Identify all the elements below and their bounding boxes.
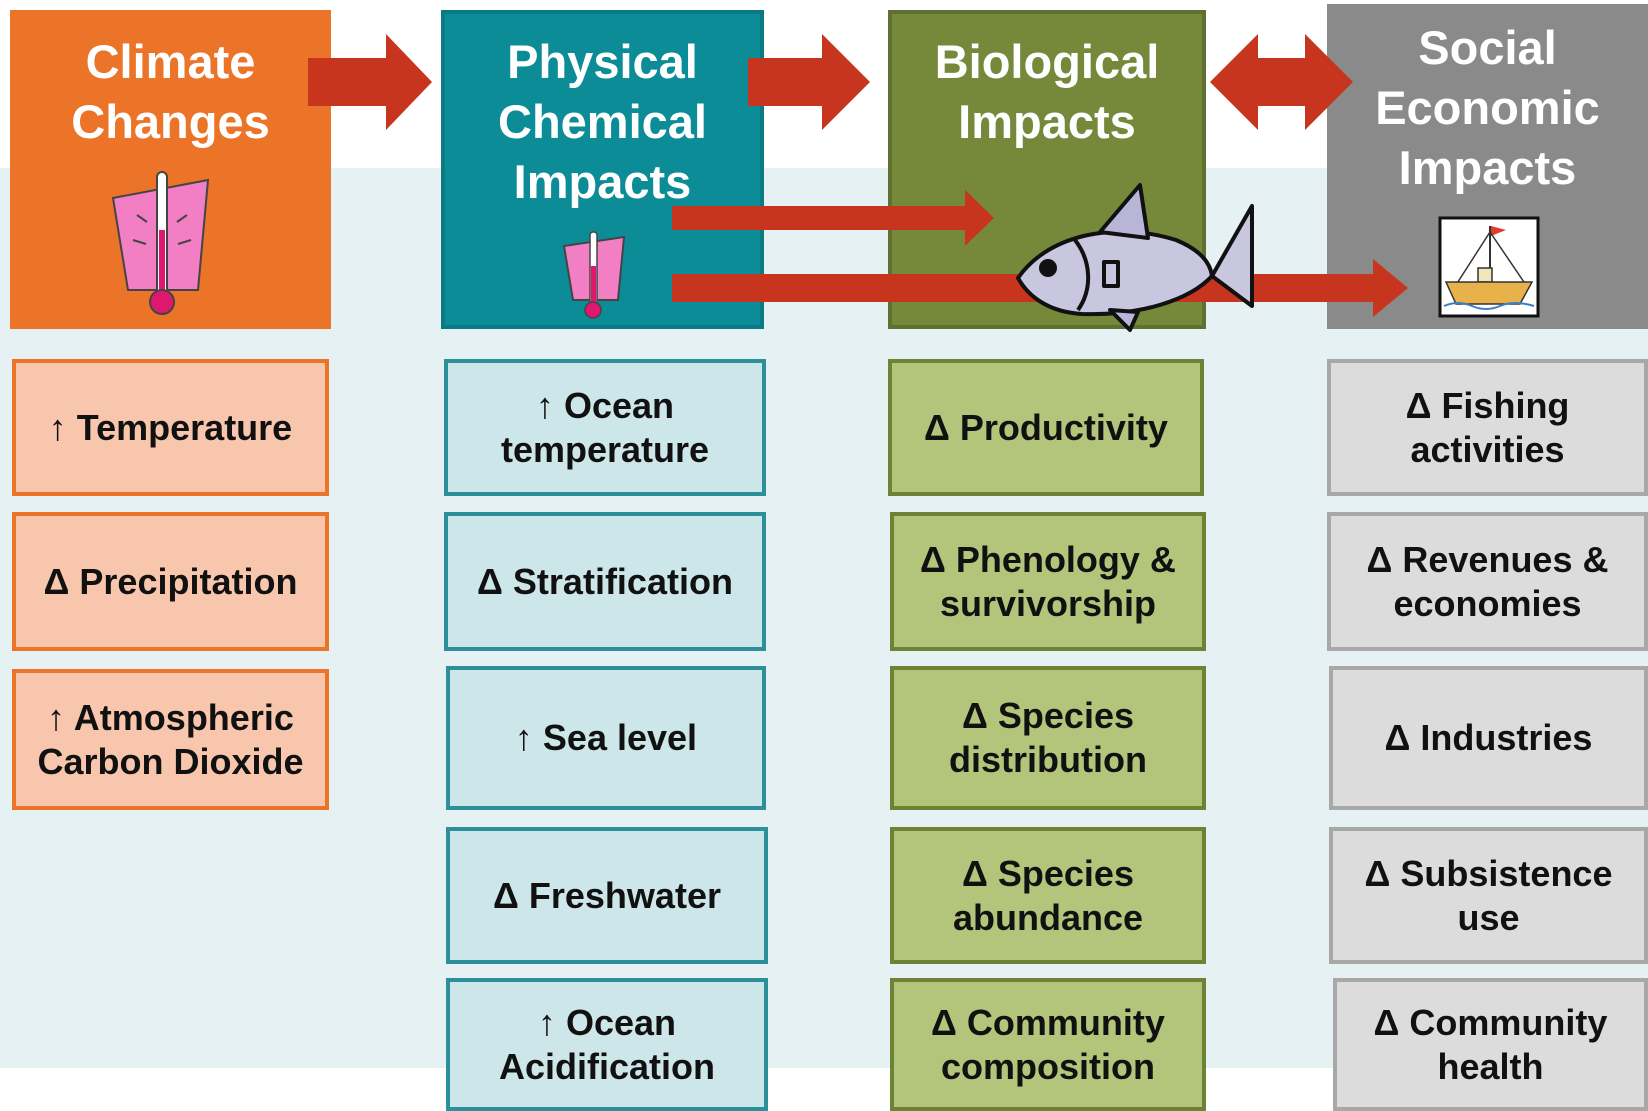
header-climate-changes: Climate Changes xyxy=(10,10,331,329)
climate-item-temperature: ↑ Temperature xyxy=(12,359,329,496)
header-title: Climate Changes xyxy=(71,35,270,148)
bio-item-productivity: Δ Productivity xyxy=(888,359,1204,496)
arrow-physical-to-bio-fish xyxy=(672,190,994,246)
physical-item-stratification: Δ Stratification xyxy=(444,512,766,651)
climate-item-precipitation: Δ Precipitation xyxy=(12,512,329,651)
social-item-fishing-activities: Δ Fishing activities xyxy=(1327,359,1648,496)
boat-icon xyxy=(1438,216,1540,318)
climate-item-carbon-dioxide: ↑ Atmospheric Carbon Dioxide xyxy=(12,669,329,810)
header-title: Physical Chemical Impacts xyxy=(498,35,707,208)
arrow-climate-to-physical xyxy=(308,34,432,130)
social-item-revenues: Δ Revenues & economies xyxy=(1327,512,1648,651)
social-item-industries: Δ Industries xyxy=(1329,666,1648,810)
physical-item-ocean-temperature: ↑ Ocean temperature xyxy=(444,359,766,496)
bio-item-phenology: Δ Phenology & survivorship xyxy=(890,512,1206,651)
arrow-bio-social-bidirectional xyxy=(1210,34,1353,130)
bio-item-species-distribution: Δ Species distribution xyxy=(890,666,1206,810)
bio-item-community-composition: Δ Community composition xyxy=(890,978,1206,1111)
social-item-subsistence-use: Δ Subsistence use xyxy=(1329,827,1648,964)
thermometer-icon xyxy=(562,231,626,319)
bio-item-species-abundance: Δ Species abundance xyxy=(890,827,1206,964)
header-title: Biological Impacts xyxy=(934,35,1160,148)
social-item-community-health: Δ Community health xyxy=(1333,978,1648,1111)
header-title: Social Economic Impacts xyxy=(1375,21,1600,194)
physical-item-sea-level: ↑ Sea level xyxy=(446,666,766,810)
fish-icon xyxy=(1016,183,1254,332)
physical-item-freshwater: Δ Freshwater xyxy=(446,827,768,964)
thermometer-icon xyxy=(111,171,210,315)
physical-item-ocean-acidification: ↑ Ocean Acidification xyxy=(446,978,768,1111)
arrow-physical-to-bio xyxy=(748,34,870,130)
